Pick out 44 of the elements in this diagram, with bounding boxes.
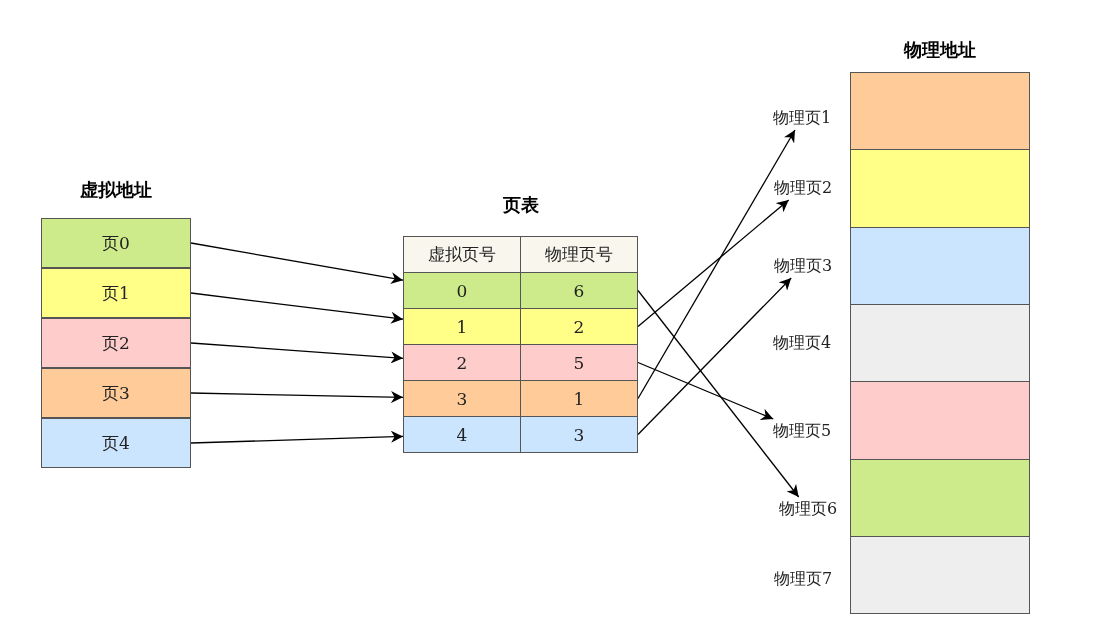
arrow (637, 289, 800, 498)
arrow (637, 129, 796, 400)
table-cell: 5 (520, 344, 638, 381)
memory-block (850, 536, 1030, 614)
page-label: 物理页3 (765, 254, 841, 278)
page-cell: 页1 (41, 268, 191, 318)
table-cell: 1 (520, 380, 638, 417)
page-label: 物理页7 (765, 567, 841, 591)
page-cell: 页3 (41, 368, 191, 418)
table-cell: 2 (403, 344, 521, 381)
column-heading: 页表 (501, 193, 540, 217)
arrow (190, 292, 404, 324)
arrow (637, 361, 774, 420)
page-cell: 页0 (41, 218, 191, 268)
page-label: 物理页1 (764, 106, 840, 130)
arrow (637, 199, 790, 328)
page-label: 物理页4 (764, 331, 840, 355)
memory-block (850, 304, 1030, 382)
memory-block (850, 72, 1030, 150)
header-cell: 虚拟页号 (403, 236, 521, 273)
table-cell: 2 (520, 308, 638, 345)
table-cell: 0 (403, 272, 521, 309)
arrow (190, 342, 404, 364)
arrow (637, 277, 792, 436)
page-cell: 页2 (41, 318, 191, 368)
table-cell: 3 (403, 380, 521, 417)
column-heading: 虚拟地址 (79, 178, 153, 202)
table-cell: 6 (520, 272, 638, 309)
header-cell: 物理页号 (520, 236, 638, 273)
memory-block (850, 149, 1030, 228)
page-label: 物理页6 (770, 497, 846, 521)
page-label: 物理页2 (765, 176, 841, 200)
memory-block (850, 227, 1030, 305)
arrow (190, 430, 404, 444)
page-cell: 页4 (41, 418, 191, 468)
arrow (190, 391, 404, 404)
table-cell: 3 (520, 416, 638, 453)
memory-block (850, 381, 1030, 460)
table-cell: 4 (403, 416, 521, 453)
memory-block (850, 459, 1030, 537)
column-heading: 物理地址 (902, 38, 977, 62)
page-label: 物理页5 (764, 419, 840, 443)
table-cell: 1 (403, 308, 521, 345)
arrow (190, 242, 404, 285)
